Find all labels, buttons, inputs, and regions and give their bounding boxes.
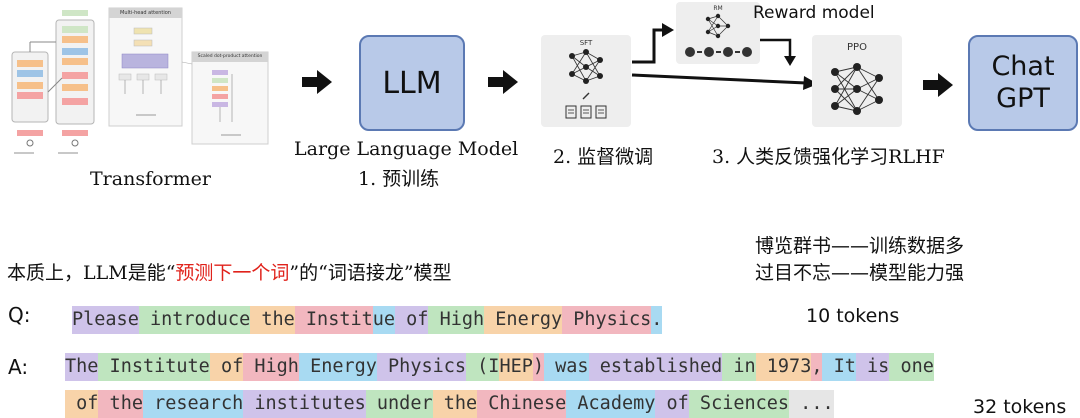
token: the	[250, 306, 295, 334]
chatgpt-box-line2: GPT	[996, 83, 1050, 114]
answer-token-count: 32 tokens	[973, 396, 1067, 418]
token: .	[651, 306, 663, 334]
token: of	[209, 353, 244, 381]
rm-card: RM	[676, 2, 760, 64]
rm-card-label: RM	[713, 5, 723, 12]
token: Energy	[298, 353, 377, 381]
question-token-count: 10 tokens	[806, 305, 900, 327]
sft-caption: 2. 监督微调	[553, 146, 654, 168]
token: Chinese	[477, 390, 567, 418]
documents-icon	[565, 105, 607, 119]
neural-network-icon	[569, 49, 603, 84]
token: Instit	[294, 306, 373, 334]
essence-prefix: 本质上，LLM是能“	[7, 262, 176, 284]
token: Sciences	[688, 390, 790, 418]
token: under	[365, 390, 433, 418]
token: Physics	[562, 306, 652, 334]
token: the	[432, 390, 478, 418]
transformer-figure: Multi-head attention Scaled dot-product …	[6, 2, 276, 162]
llm-box: LLM	[359, 35, 465, 131]
token: is	[855, 353, 890, 381]
token: research	[142, 390, 244, 418]
token: HEP	[499, 353, 533, 381]
llm-caption-line1: Large Language Model	[294, 138, 519, 160]
token: Physics	[376, 353, 467, 381]
token: ,	[811, 353, 823, 381]
token: of	[65, 390, 99, 418]
chatgpt-box-line1: Chat	[991, 51, 1055, 82]
token: the	[98, 390, 143, 418]
neural-network-icon	[831, 63, 883, 115]
sdpa-panel-title: Scaled dot-product attention	[197, 54, 263, 59]
answer-token-row-2: of the research institutes under the Chi…	[65, 390, 834, 418]
token: institutes	[243, 390, 366, 418]
essence-suffix: ”的“词语接龙”模型	[289, 262, 452, 284]
token: )	[532, 353, 544, 381]
token: ue	[372, 306, 396, 334]
reward-model-label: Reward model	[753, 3, 875, 23]
mha-panel-title: Multi-head attention	[120, 10, 171, 16]
chatgpt-box: Chat GPT	[968, 35, 1078, 131]
arrow-right-icon	[923, 73, 953, 97]
idiom-training-data: 博览群书——训练数据多	[755, 235, 965, 257]
ppo-card: PPO	[812, 35, 902, 127]
token: Energy	[484, 306, 563, 334]
token: It	[822, 353, 856, 381]
token: Please	[72, 306, 139, 334]
rlhf-caption: 3. 人类反馈强化学习RLHF	[712, 146, 945, 168]
token: of	[655, 390, 689, 418]
token: established	[588, 353, 723, 381]
ranking-icon	[685, 47, 752, 57]
token: High	[428, 306, 485, 334]
neural-network-icon	[705, 13, 731, 39]
sft-card: SFT	[541, 35, 631, 127]
token: ...	[789, 390, 834, 418]
essence-highlight: 预测下一个词	[175, 262, 290, 284]
ppo-label: PPO	[847, 42, 867, 53]
essence-statement: 本质上，LLM是能“预测下一个词”的“词语接龙”模型	[7, 258, 452, 285]
token: High	[243, 353, 299, 381]
answer-label: A:	[8, 355, 29, 379]
llm-box-label: LLM	[382, 65, 442, 101]
transformer-architecture-illustration	[11, 7, 269, 154]
token: in	[722, 353, 756, 381]
transformer-caption: Transformer	[90, 168, 211, 190]
pencil-icon	[582, 92, 590, 100]
token: one	[889, 353, 934, 381]
arrow-right-icon	[488, 70, 518, 94]
llm-caption-line2: 1. 预训练	[358, 168, 440, 190]
token: of	[395, 306, 429, 334]
token: The	[65, 353, 99, 381]
connector-arrows	[631, 23, 818, 90]
token: was	[544, 353, 589, 381]
arrow-right-icon	[302, 70, 332, 94]
idiom-model-capability: 过目不忘——模型能力强	[755, 262, 965, 284]
token: Institute	[98, 353, 210, 381]
question-label: Q:	[8, 303, 31, 327]
sft-card-label: SFT	[579, 39, 593, 47]
token: introduce	[138, 306, 251, 334]
token: 1973	[755, 353, 812, 381]
token: Academy	[566, 390, 656, 418]
token: (I	[466, 353, 500, 381]
